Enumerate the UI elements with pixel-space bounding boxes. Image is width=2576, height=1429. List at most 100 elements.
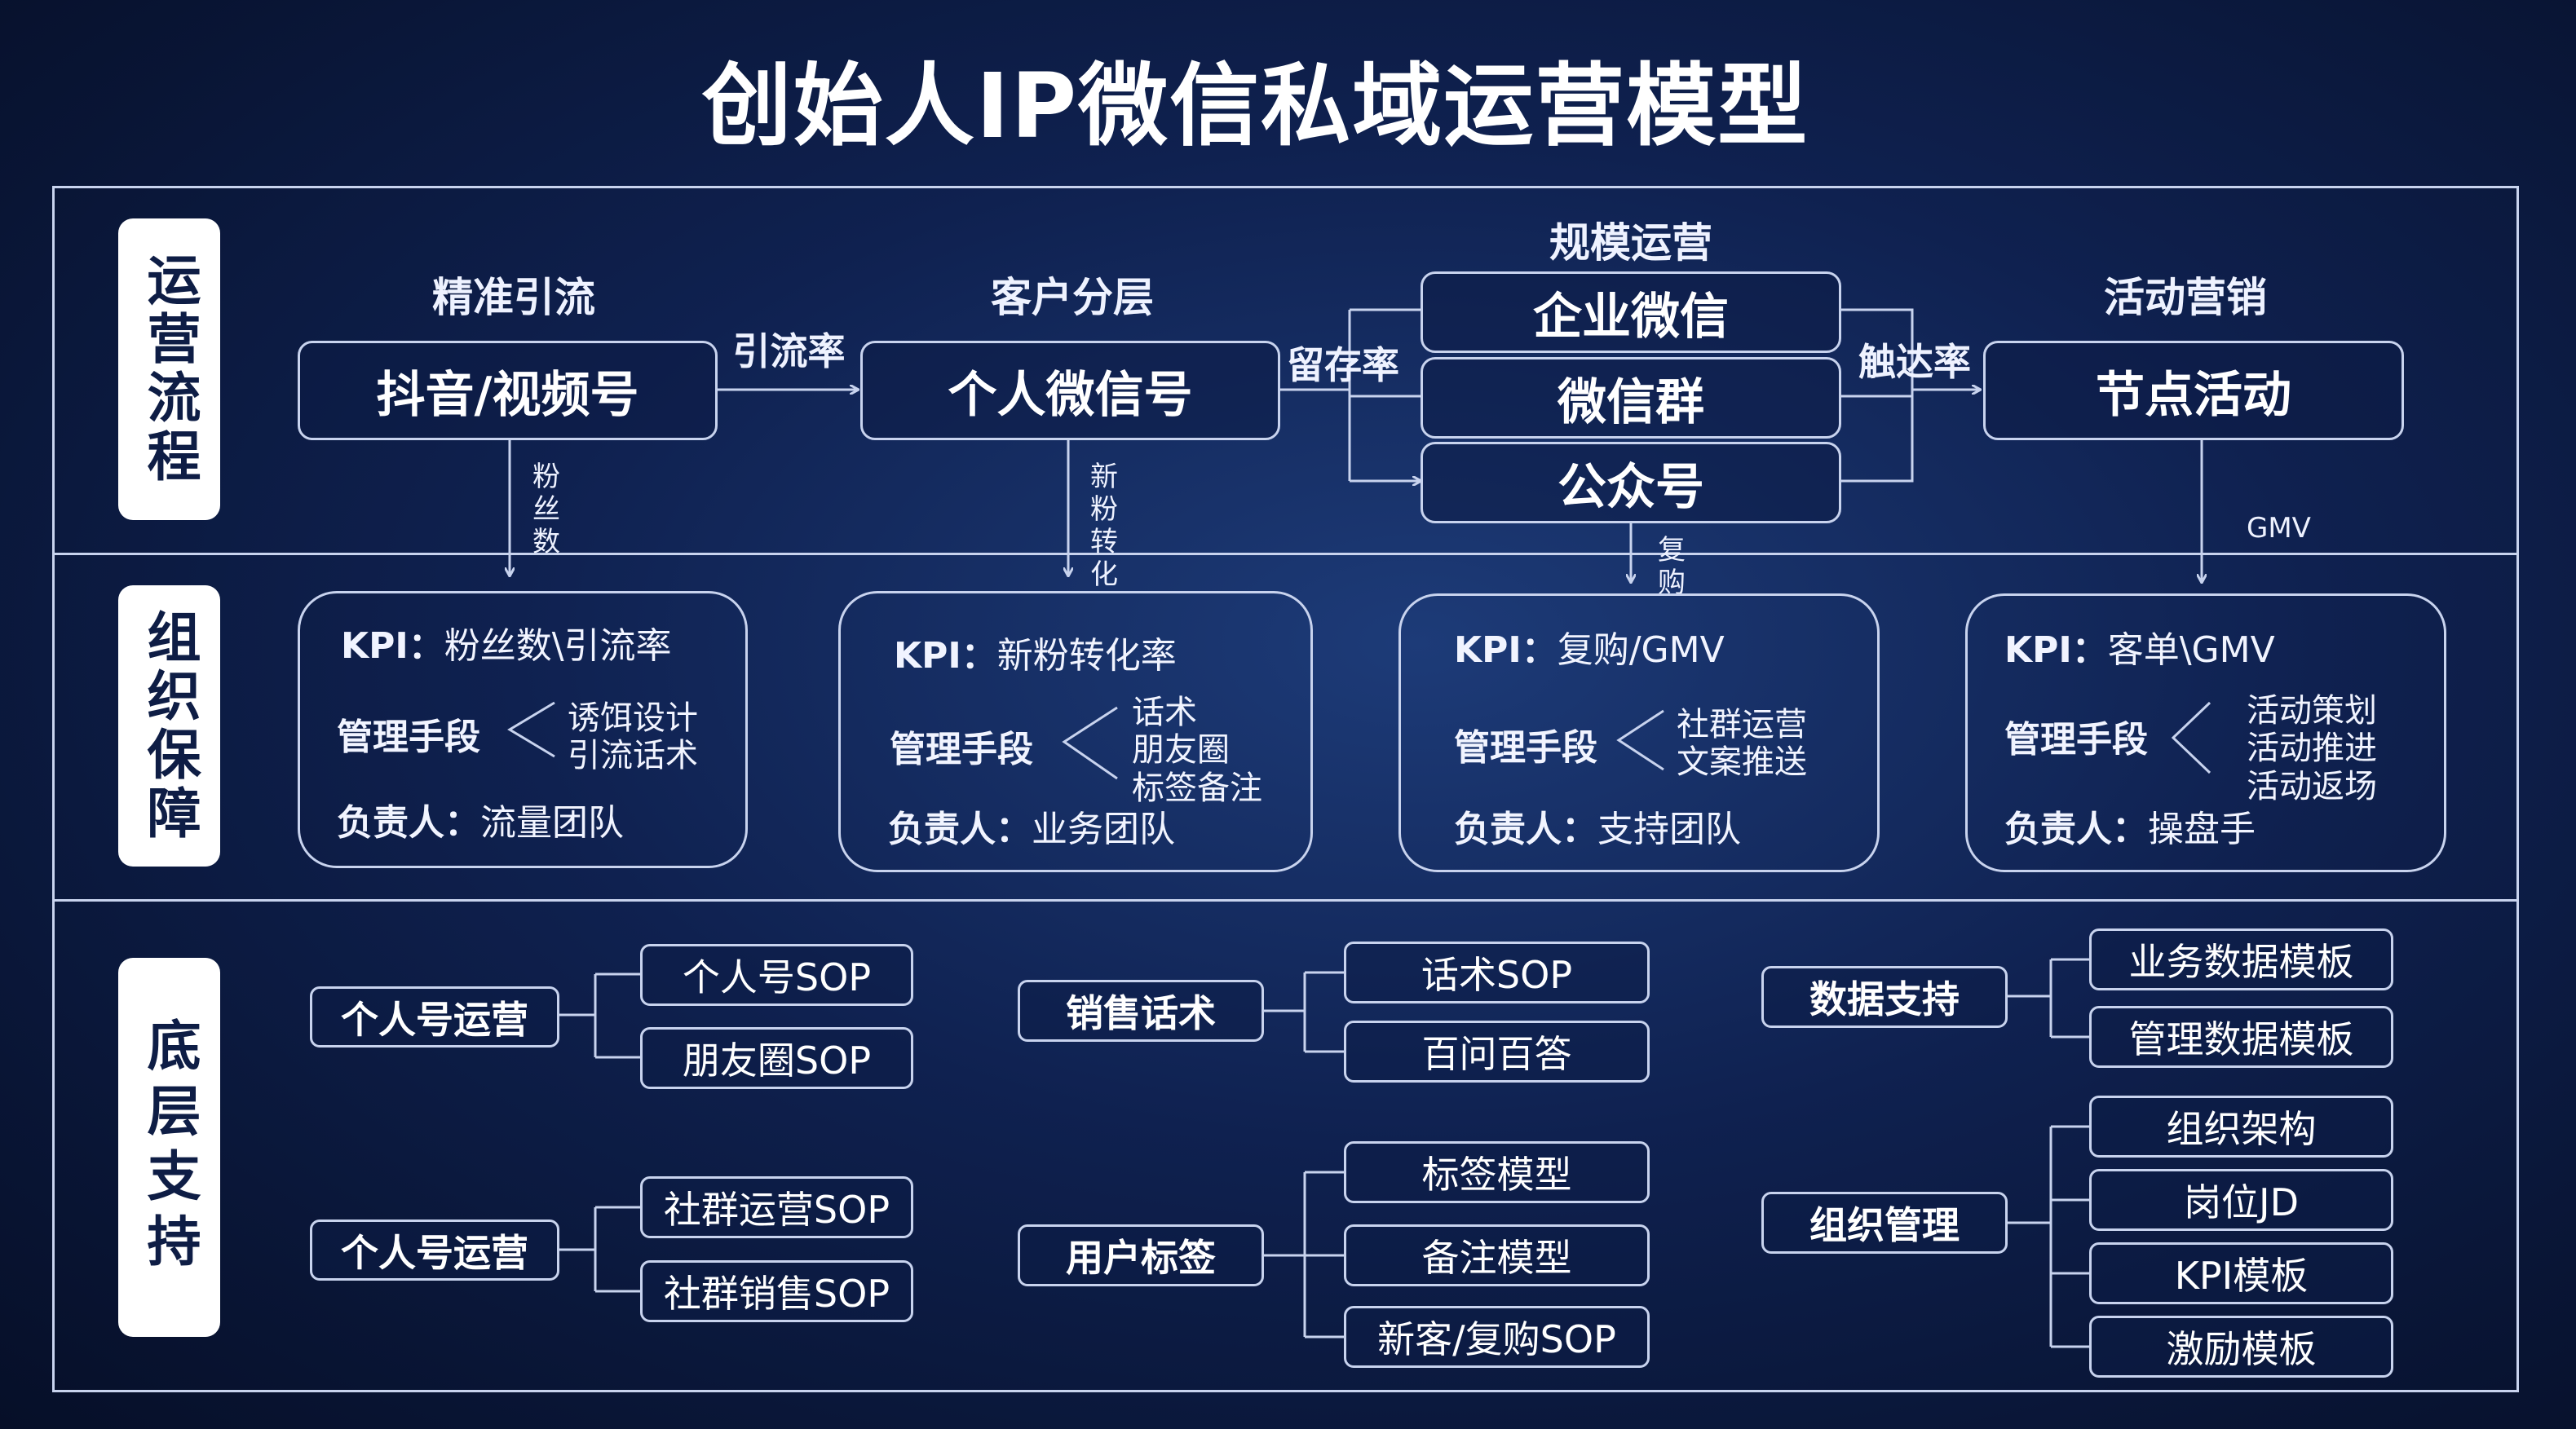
box-label: 微信群 xyxy=(1558,373,1704,431)
support-item: 新客/复购SOP xyxy=(1344,1306,1650,1368)
bracket-kpi-2 xyxy=(1062,706,1118,780)
support-category-personal-ops: 个人号运营 xyxy=(310,986,559,1047)
support-item: 社群运营SOP xyxy=(640,1176,913,1238)
section-label-operations: 运营流程 xyxy=(118,218,220,520)
section-label-text: 运营流程 xyxy=(138,252,201,487)
arrow-channels-to-campaign xyxy=(1841,308,1980,483)
kpi-label: KPI： xyxy=(2004,629,2108,671)
kpi-label: KPI： xyxy=(341,625,444,667)
box-enterprise-wechat: 企业微信 xyxy=(1421,271,1841,353)
means-items: 诱饵设计 引流话术 xyxy=(568,699,698,775)
means-item: 话术 xyxy=(1132,694,1197,731)
kpi-card-traffic: KPI：粉丝数\引流率 管理手段 诱饵设计 引流话术 负责人：流量团队 xyxy=(298,591,748,868)
arrow-wechat-split xyxy=(1280,308,1419,483)
means-label: 管理手段 xyxy=(890,729,1033,770)
means-item: 引流话术 xyxy=(568,737,698,775)
box-official-account: 公众号 xyxy=(1421,442,1841,523)
page-title: 创始人IP微信私域运营模型 xyxy=(701,54,1809,158)
means-item: 活动返场 xyxy=(2247,767,2377,805)
means-item: 文案推送 xyxy=(1677,743,1807,782)
means-label: 管理手段 xyxy=(1454,727,1597,769)
support-item: KPI模板 xyxy=(2089,1242,2393,1304)
support-category-sales-script: 销售话术 xyxy=(1018,980,1264,1042)
stage-heading-traffic: 精准引流 xyxy=(432,274,595,321)
means-item: 诱饵设计 xyxy=(568,699,698,737)
label-traffic-rate: 引流率 xyxy=(732,329,846,373)
support-category-data: 数据支持 xyxy=(1761,966,2008,1028)
label-new-fan-conversion: 新粉转化 xyxy=(1090,461,1118,592)
owner-label: 负责人： xyxy=(2004,809,2148,850)
support-item: 个人号SOP xyxy=(640,944,913,1006)
kpi-value: 客单\GMV xyxy=(2107,629,2275,671)
kpi-card-segmentation: KPI：新粉转化率 管理手段 话术 朋友圈 标签备注 负责人：业务团队 xyxy=(838,591,1313,872)
kpi-line: KPI：新粉转化率 xyxy=(894,626,1177,678)
tree-support-1 xyxy=(559,973,640,1059)
section-label-organization: 组织保障 xyxy=(118,585,220,867)
owner-line: 负责人：流量团队 xyxy=(337,793,624,845)
kpi-card-scale: KPI：复购/GMV 管理手段 社群运营 文案推送 负责人：支持团队 xyxy=(1398,593,1880,872)
kpi-value: 新粉转化率 xyxy=(996,635,1177,677)
stage-heading-campaign: 活动营销 xyxy=(2104,274,2267,321)
tree-support-5 xyxy=(2008,958,2089,1039)
kpi-line: KPI：复购/GMV xyxy=(1454,620,1725,673)
tree-support-6 xyxy=(2008,1125,2089,1348)
box-label: 公众号 xyxy=(1558,458,1704,516)
owner-label: 负责人： xyxy=(1454,809,1597,850)
section-label-text: 组织保障 xyxy=(138,608,201,844)
box-label: 个人微信号 xyxy=(948,366,1193,424)
tree-support-4 xyxy=(1264,1171,1344,1339)
label-retention-rate: 留存率 xyxy=(1287,343,1399,387)
kpi-line: KPI：粉丝数\引流率 xyxy=(341,616,672,668)
stage-heading-segmentation: 客户分层 xyxy=(991,274,1154,321)
box-label: 抖音/视频号 xyxy=(376,366,639,424)
means-item: 朋友圈 xyxy=(1132,731,1230,770)
box-personal-wechat: 个人微信号 xyxy=(860,341,1280,440)
label-repurchase: 复购 xyxy=(1658,534,1686,600)
support-category-org-management: 组织管理 xyxy=(1761,1192,2008,1254)
owner-value: 流量团队 xyxy=(480,802,624,844)
box-node-campaign: 节点活动 xyxy=(1983,341,2404,440)
means-item: 社群运营 xyxy=(1677,706,1807,743)
section-label-support: 底层支持 xyxy=(118,958,220,1337)
tree-support-2 xyxy=(559,1206,640,1293)
owner-label: 负责人： xyxy=(888,809,1032,850)
bracket-kpi-4 xyxy=(2171,701,2211,774)
diagram-frame xyxy=(52,186,2519,1392)
means-items: 话术 朋友圈 标签备注 xyxy=(1132,694,1262,807)
tree-support-3 xyxy=(1264,971,1344,1053)
box-label: 企业微信 xyxy=(1533,288,1729,346)
bracket-kpi-3 xyxy=(1616,709,1664,771)
means-label: 管理手段 xyxy=(337,717,480,758)
label-gmv: GMV xyxy=(2247,512,2311,545)
support-item: 岗位JD xyxy=(2089,1169,2393,1231)
means-label: 管理手段 xyxy=(2004,719,2148,761)
support-item: 激励模板 xyxy=(2089,1316,2393,1378)
support-category-user-tags: 用户标签 xyxy=(1018,1224,1264,1286)
kpi-value: 粉丝数\引流率 xyxy=(444,625,672,667)
support-item: 组织架构 xyxy=(2089,1096,2393,1158)
owner-line: 负责人：操盘手 xyxy=(2004,800,2256,852)
means-item: 标签备注 xyxy=(1132,769,1262,807)
means-item: 活动策划 xyxy=(2247,692,2377,730)
kpi-line: KPI：客单\GMV xyxy=(2004,620,2275,673)
support-category-personal-ops-2: 个人号运营 xyxy=(310,1220,559,1281)
owner-label: 负责人： xyxy=(337,802,480,844)
box-label: 节点活动 xyxy=(2096,366,2291,424)
box-douyin-video: 抖音/视频号 xyxy=(298,341,718,440)
stage-heading-scale: 规模运营 xyxy=(1549,219,1712,267)
support-item: 备注模型 xyxy=(1344,1224,1650,1286)
kpi-value: 复购/GMV xyxy=(1557,629,1725,671)
owner-value: 支持团队 xyxy=(1597,809,1741,850)
means-item: 活动推进 xyxy=(2247,730,2377,768)
support-item: 朋友圈SOP xyxy=(640,1027,913,1089)
support-item: 业务数据模板 xyxy=(2089,928,2393,990)
support-item: 百问百答 xyxy=(1344,1021,1650,1083)
kpi-card-campaign: KPI：客单\GMV 管理手段 活动策划 活动推进 活动返场 负责人：操盘手 xyxy=(1965,593,2446,872)
owner-line: 负责人：支持团队 xyxy=(1454,800,1741,852)
owner-value: 业务团队 xyxy=(1032,809,1175,850)
support-item: 话术SOP xyxy=(1344,942,1650,1003)
kpi-label: KPI： xyxy=(894,635,997,677)
kpi-label: KPI： xyxy=(1454,629,1558,671)
support-item: 标签模型 xyxy=(1344,1141,1650,1203)
